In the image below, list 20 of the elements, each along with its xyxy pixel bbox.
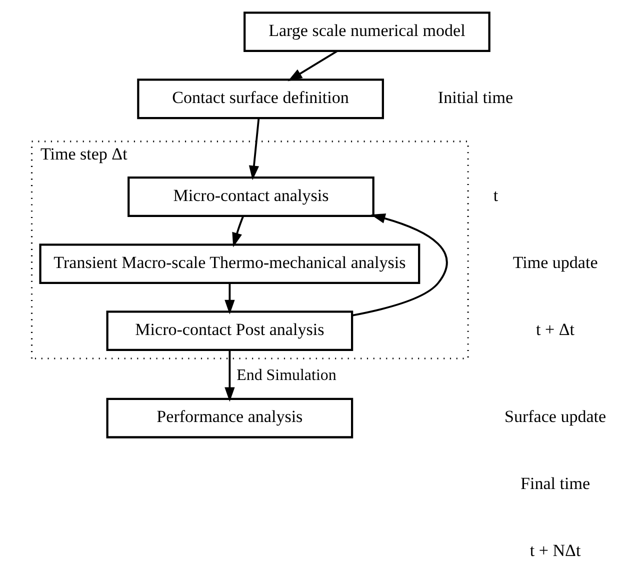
label: t + NΔt: [530, 541, 581, 560]
label: t: [493, 186, 498, 205]
arrow: [248, 118, 260, 180]
edge-label: End Simulation: [236, 366, 336, 384]
node-box: Micro-contact analysis: [128, 176, 374, 217]
arrow: [352, 213, 448, 316]
node-box: Micro-contact Post analysis: [106, 310, 354, 352]
node-box: Transient Macro-scale Thermo-mechanical analysis: [39, 244, 420, 284]
node-box: Contact surface definition: [137, 78, 384, 120]
arrow: [232, 216, 244, 248]
arrow: [288, 50, 338, 82]
label: Surface update: [504, 407, 606, 426]
label: Initial time: [438, 88, 514, 107]
arrow: [224, 283, 235, 314]
label: t + Δt: [536, 320, 575, 339]
node-box: Performance analysis: [106, 398, 354, 438]
node-box: Large scale numerical model: [244, 12, 490, 52]
label: Final time: [520, 474, 590, 494]
arrow: [224, 350, 235, 402]
label: Time update: [512, 252, 598, 272]
